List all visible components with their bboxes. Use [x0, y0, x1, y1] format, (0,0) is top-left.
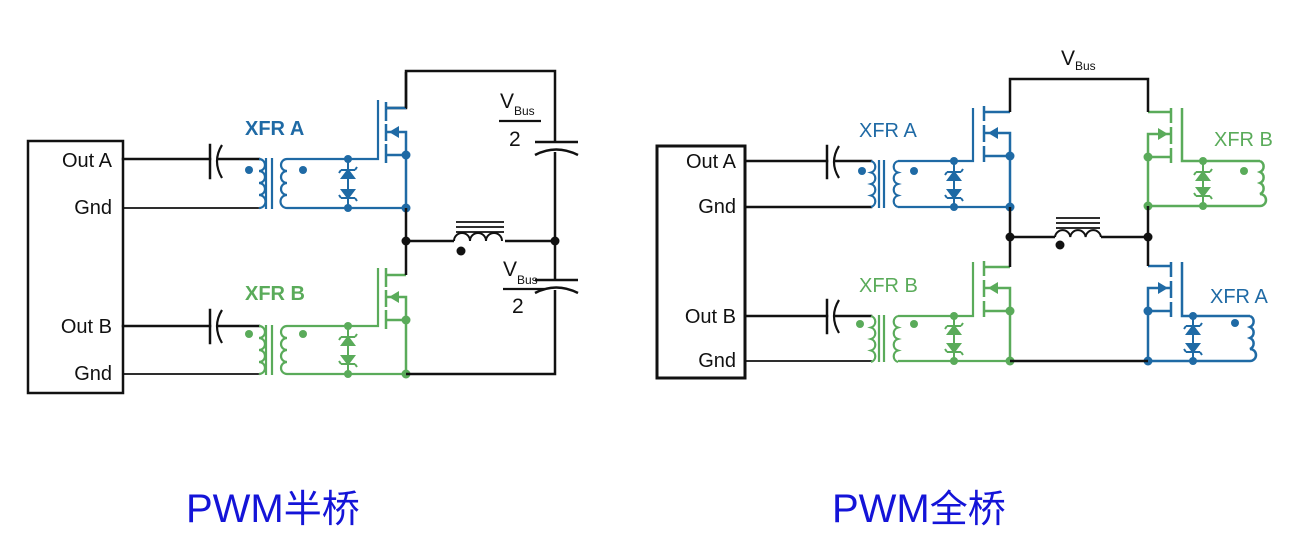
- xfr-a-label: XFR A: [859, 120, 917, 142]
- half-bridge-title: PWM半桥: [186, 478, 360, 533]
- junction-dot: [344, 370, 352, 378]
- junction-dot: [1005, 232, 1015, 242]
- mosfet-arrow: [988, 127, 998, 139]
- channel-a-driver: XFR A: [121, 72, 411, 213]
- vbus-v: V: [1061, 47, 1075, 70]
- zener-diode-pair: [1193, 161, 1213, 206]
- pin-label-gnd: Gnd: [698, 196, 736, 218]
- polarity-dot: [1231, 319, 1239, 327]
- pin-label-out-a: Out A: [686, 151, 737, 173]
- zener-diode-pair: [944, 161, 964, 207]
- vbus-v: V: [500, 90, 514, 113]
- junction-dot: [550, 236, 560, 246]
- junction-dot: [950, 312, 958, 320]
- junction-dot: [401, 236, 411, 246]
- junction-dot: [950, 357, 958, 365]
- vbus-sub: Bus: [517, 273, 538, 287]
- polarity-dot: [245, 330, 253, 338]
- title-prefix: PWM: [832, 487, 930, 531]
- vbus-v: V: [503, 258, 517, 281]
- channel-b-driver-right: XFR B: [1143, 108, 1273, 211]
- polarity-dot: [299, 166, 307, 174]
- junction-dot: [1143, 232, 1153, 242]
- junction-dot: [1199, 202, 1207, 210]
- mosfet-arrow: [389, 126, 399, 138]
- polarity-dot: [910, 320, 918, 328]
- polarity-dot: [1055, 240, 1065, 250]
- junction-dot: [1005, 306, 1015, 316]
- title-cn: 全桥: [929, 487, 1006, 531]
- junction-dot: [344, 322, 352, 330]
- full-bridge-power-stage: [1008, 77, 1150, 363]
- pin-label-gnd: Gnd: [74, 197, 112, 219]
- half-bridge-power-stage: [404, 69, 579, 376]
- channel-b-driver: XFR B: [121, 268, 411, 379]
- vbus-half-label-bottom: V Bus 2: [503, 258, 545, 318]
- zener-diode-pair: [944, 316, 964, 361]
- xfr-b-label: XFR B: [245, 283, 305, 305]
- junction-dot: [344, 204, 352, 212]
- polarity-dot: [456, 246, 466, 256]
- channel-a-driver: XFR A: [743, 106, 1015, 212]
- junction-dot: [1189, 357, 1197, 365]
- title-cn: 半桥: [283, 487, 360, 531]
- pin-label-out-b: Out B: [685, 306, 736, 328]
- vbus-sub: Bus: [514, 104, 535, 118]
- xfr-b-label: XFR B: [859, 275, 918, 297]
- mosfet-q4: [1146, 262, 1258, 363]
- capacitor-plate: [215, 144, 223, 179]
- junction-dot: [1199, 157, 1207, 165]
- vbus-label: V Bus: [1061, 47, 1096, 73]
- junction-dot: [1143, 152, 1153, 162]
- junction-dot: [950, 157, 958, 165]
- polarity-dot: [299, 330, 307, 338]
- xfr-a-label: XFR A: [1210, 286, 1268, 308]
- zener-diode-pair: [338, 326, 358, 374]
- title-prefix: PWM: [186, 487, 284, 531]
- junction-dot: [1143, 306, 1153, 316]
- full-bridge-schematic: Out A Gnd Out B Gnd: [655, 47, 1273, 380]
- polarity-dot: [910, 167, 918, 175]
- vbus-denominator: 2: [512, 295, 524, 318]
- polarity-dot: [1240, 167, 1248, 175]
- pin-label-out-a: Out A: [62, 150, 113, 172]
- zener-diode-pair: [338, 159, 358, 208]
- polarity-dot: [245, 166, 253, 174]
- polarity-dot: [856, 320, 864, 328]
- junction-dot: [401, 315, 411, 325]
- junction-dot: [1189, 312, 1197, 320]
- half-bridge-schematic: Out A Gnd Out B Gnd: [26, 69, 579, 395]
- full-bridge-title: PWM全桥: [832, 478, 1006, 533]
- channel-a-driver-right: XFR A: [1143, 262, 1268, 366]
- vbus-denominator: 2: [509, 128, 521, 151]
- vbus-half-label-top: V Bus 2: [499, 90, 541, 151]
- junction-dot: [401, 150, 411, 160]
- controller-box: [26, 139, 125, 395]
- pin-label-gnd: Gnd: [698, 350, 736, 372]
- mosfet-arrow: [988, 282, 998, 294]
- mosfet-arrow: [389, 291, 399, 303]
- polarity-dot: [858, 167, 866, 175]
- mosfet-high-side: [384, 72, 408, 208]
- xfr-a-label: XFR A: [245, 118, 304, 140]
- channel-b-driver: XFR B: [743, 261, 1015, 366]
- xfr-b-label: XFR B: [1214, 129, 1273, 151]
- pin-label-gnd: Gnd: [74, 363, 112, 385]
- pin-label-out-b: Out B: [61, 316, 112, 338]
- vbus-sub: Bus: [1075, 59, 1096, 73]
- junction-dot: [344, 155, 352, 163]
- junction-dot: [1005, 151, 1015, 161]
- transformer-xfr-a: [258, 100, 406, 210]
- transformer-xfr-a: [867, 108, 1010, 209]
- junction-dot: [950, 203, 958, 211]
- controller-box: [655, 144, 747, 380]
- mosfet-arrow: [1158, 282, 1168, 294]
- zener-diode-pair: [1183, 316, 1203, 361]
- mosfet-arrow: [1158, 128, 1168, 140]
